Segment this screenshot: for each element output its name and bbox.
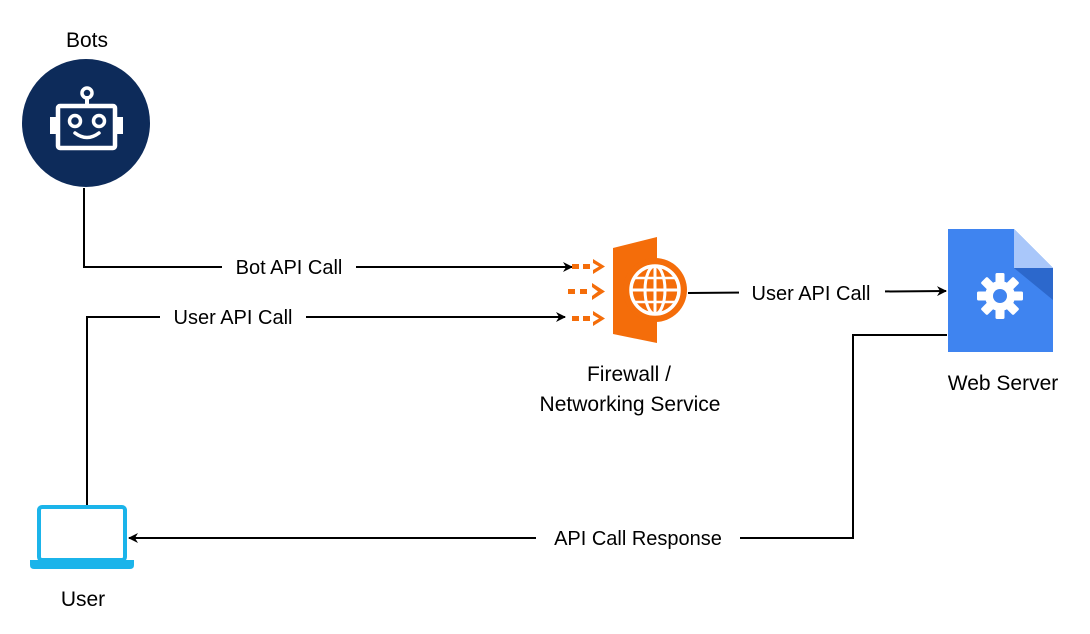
node-label-web-server: Web Server — [948, 372, 1059, 395]
edge-label-api-call-response: API Call Response — [554, 528, 722, 550]
node-label-user: User — [61, 588, 105, 611]
edge-label-user-api-call: User API Call — [174, 307, 293, 329]
robot-icon — [22, 59, 150, 187]
node-label-firewall-line2: Networking Service — [540, 393, 721, 416]
edge-user-api-call: User API Call — [86, 306, 566, 505]
edge-api-call-response: API Call Response — [128, 334, 947, 550]
node-firewall: Firewall / Networking Service — [540, 237, 721, 416]
edge-label-bot-api-call: Bot API Call — [236, 257, 343, 279]
edge-label-forward-user-api-call: User API Call — [752, 283, 871, 305]
node-label-bots: Bots — [66, 29, 108, 52]
node-user: User — [30, 505, 134, 611]
edge-forward-user-api-call: User API Call — [687, 281, 947, 305]
node-web-server: Web Server — [948, 229, 1059, 395]
laptop-icon — [30, 505, 134, 569]
node-label-firewall-line1: Firewall / — [587, 363, 671, 386]
gear-document-icon — [948, 229, 1053, 352]
node-bots: Bots — [22, 29, 150, 187]
firewall-globe-icon — [568, 237, 687, 343]
edge-bot-api-call: Bot API Call — [83, 188, 573, 279]
